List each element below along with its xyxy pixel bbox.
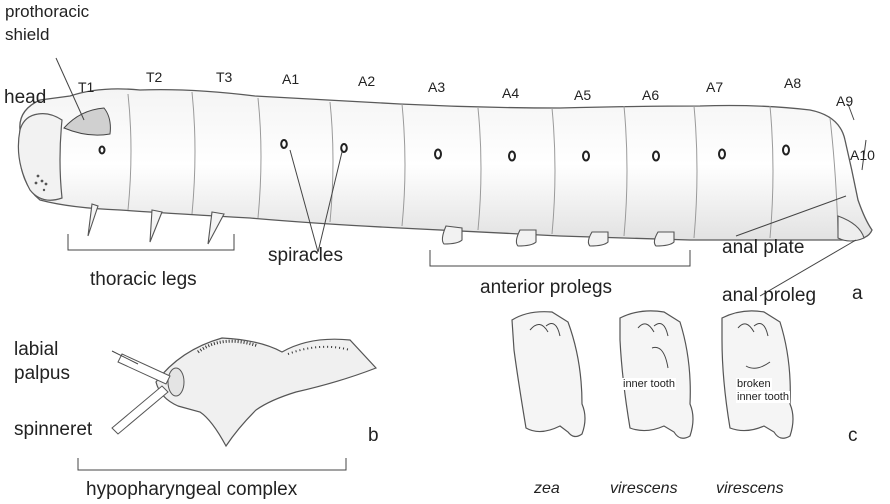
label-spinneret: spinneret: [14, 420, 92, 441]
segment-label-t3: T3: [216, 70, 232, 85]
spiracle-mark: [341, 144, 347, 152]
panel-label-a: a: [852, 284, 863, 305]
panel-label-b: b: [368, 426, 379, 447]
caterpillar-drawing: [18, 89, 872, 246]
label-anal-plate: anal plate: [722, 238, 804, 259]
hypopharynx-drawing: [112, 338, 376, 446]
spiracle-mark: [509, 152, 515, 161]
label-broken: broken: [736, 378, 772, 390]
label-broken-inner-tooth: inner tooth: [736, 391, 790, 403]
segment-label-a3: A3: [428, 80, 445, 95]
segment-label-a8: A8: [784, 76, 801, 91]
spiracle-mark: [281, 140, 287, 148]
segment-label-a4: A4: [502, 86, 519, 101]
spiracle-mark: [783, 146, 789, 155]
spiracle-mark: [653, 152, 659, 161]
label-inner-tooth: inner tooth: [622, 378, 676, 390]
spiracle-mark: [100, 147, 105, 154]
label-hypopharyngeal-complex: hypopharyngeal complex: [86, 480, 297, 501]
label-anal-proleg: anal proleg: [722, 286, 816, 307]
label-spiracles: spiracles: [268, 246, 343, 267]
species-label-virescens-2: virescens: [716, 480, 784, 498]
panel-label-c: c: [848, 426, 858, 447]
segment-label-a9: A9: [836, 94, 853, 109]
spiracle-mark: [583, 152, 589, 161]
segment-label-a10: A10: [850, 148, 875, 163]
label-anterior-prolegs: anterior prolegs: [480, 278, 612, 299]
segment-label-a1: A1: [282, 72, 299, 87]
label-thoracic-legs: thoracic legs: [90, 270, 197, 291]
segment-label-a2: A2: [358, 74, 375, 89]
segment-label-a5: A5: [574, 88, 591, 103]
species-label-zea: zea: [534, 480, 560, 498]
species-label-virescens-1: virescens: [610, 480, 678, 498]
label-palpus: palpus: [14, 364, 70, 385]
label-labial: labial: [14, 340, 58, 361]
segment-label-t1: T1: [78, 80, 94, 95]
spiracle-mark: [719, 150, 725, 159]
segment-label-a7: A7: [706, 80, 723, 95]
label-head: head: [4, 88, 46, 109]
spiracle-mark: [435, 150, 441, 159]
label-shield: shield: [5, 26, 49, 45]
label-prothoracic: prothoracic: [5, 3, 89, 22]
segment-label-a6: A6: [642, 88, 659, 103]
segment-label-t2: T2: [146, 70, 162, 85]
